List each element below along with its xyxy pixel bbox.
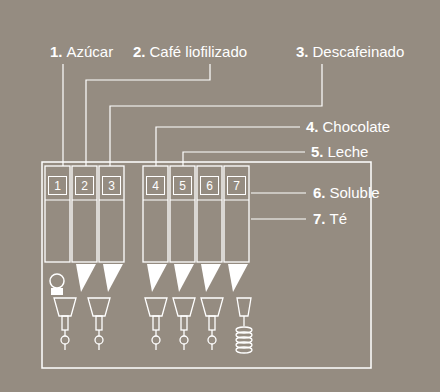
canister-number-box: 1 bbox=[48, 176, 67, 195]
ingredient-label: Té bbox=[330, 210, 348, 228]
callout-number: 2. bbox=[133, 43, 146, 61]
ingredient-label: Azúcar bbox=[67, 43, 114, 61]
ingredient-label: Chocolate bbox=[323, 118, 391, 136]
callout-number: 7. bbox=[313, 210, 326, 228]
canister-number-box: 7 bbox=[227, 176, 246, 195]
leader-lines bbox=[63, 64, 322, 219]
canister-number-box: 4 bbox=[146, 176, 165, 195]
callout-number: 1. bbox=[50, 43, 63, 61]
callout-number: 6. bbox=[313, 184, 326, 202]
canister-number-box: 3 bbox=[102, 176, 121, 195]
canister-number-box: 2 bbox=[75, 176, 94, 195]
canister-number: 6 bbox=[206, 179, 213, 193]
callout-number: 5. bbox=[311, 143, 324, 161]
canister-number: 4 bbox=[152, 179, 159, 193]
canister-number: 3 bbox=[108, 179, 115, 193]
callout-number: 4. bbox=[306, 118, 319, 136]
machine-housing bbox=[42, 162, 371, 368]
canister-number: 1 bbox=[54, 179, 61, 193]
canister-number-box: 5 bbox=[173, 176, 192, 195]
callout-number: 3. bbox=[296, 43, 309, 61]
tea-coil bbox=[236, 298, 252, 353]
ingredient-label: Soluble bbox=[330, 184, 380, 202]
ingredient-label: Leche bbox=[328, 143, 369, 161]
canister-number: 7 bbox=[233, 179, 240, 193]
ingredient-label: Café liofilizado bbox=[150, 43, 248, 61]
canister-number: 2 bbox=[81, 179, 88, 193]
canister-number-box: 6 bbox=[200, 176, 219, 195]
ingredient-label: Descafeinado bbox=[313, 43, 405, 61]
canister-number: 5 bbox=[179, 179, 186, 193]
